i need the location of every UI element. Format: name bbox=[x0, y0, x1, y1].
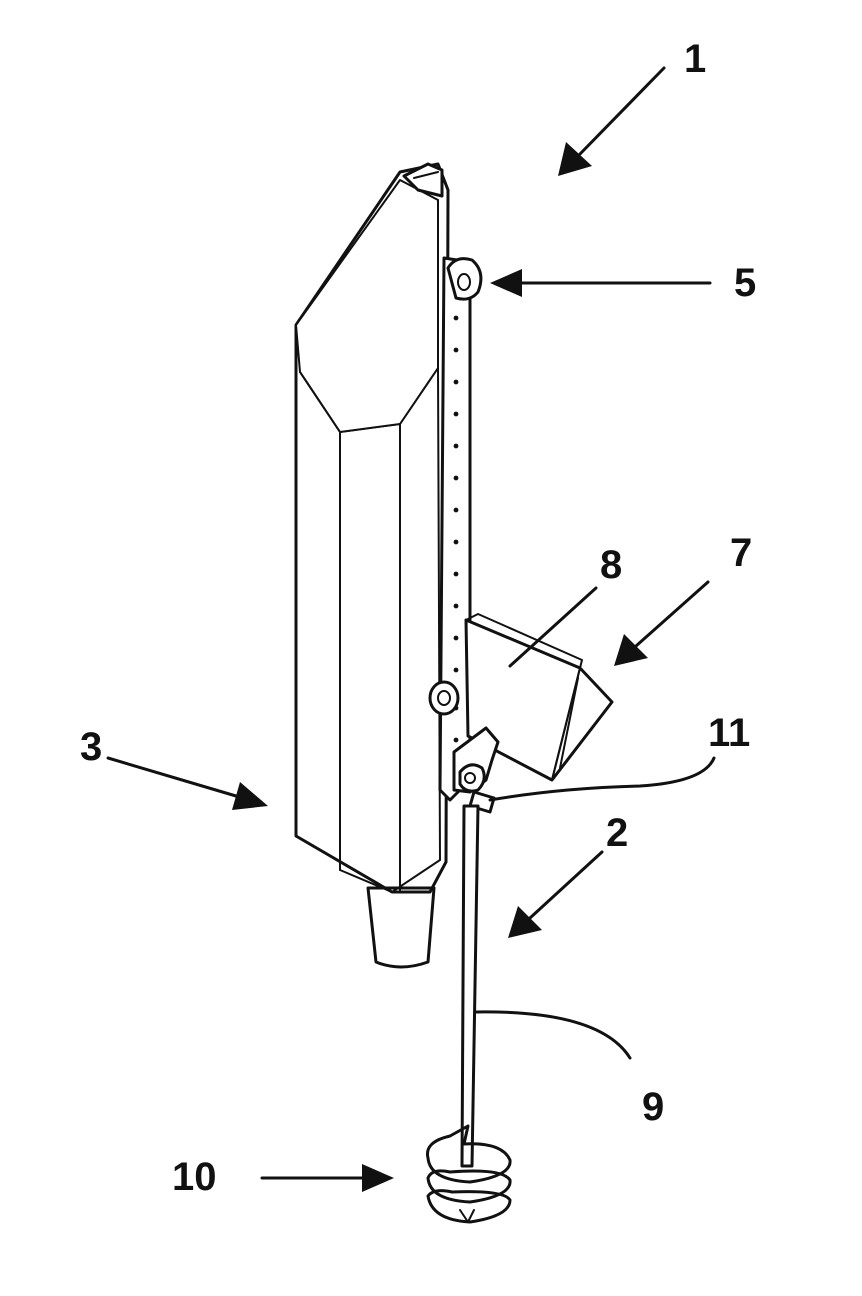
leader-arrow-10 bbox=[262, 1164, 394, 1192]
leader-arrow-2 bbox=[508, 852, 602, 938]
label-9: 9 bbox=[642, 1085, 664, 1129]
leader-arrow-3 bbox=[108, 758, 268, 810]
label-3: 3 bbox=[80, 725, 102, 769]
rod bbox=[462, 806, 478, 1166]
leader-arrow-1 bbox=[558, 68, 664, 176]
label-8: 8 bbox=[600, 543, 622, 587]
label-7: 7 bbox=[730, 531, 752, 575]
label-1: 1 bbox=[684, 37, 706, 81]
label-10: 10 bbox=[172, 1155, 217, 1199]
leader-curve-8 bbox=[510, 588, 596, 666]
rail-knob bbox=[430, 682, 458, 714]
leader-arrow-7 bbox=[614, 582, 708, 666]
label-5: 5 bbox=[734, 261, 756, 305]
label-11: 11 bbox=[708, 711, 750, 755]
housing-body bbox=[296, 164, 448, 967]
leader-arrow-5 bbox=[490, 269, 710, 297]
leader-curve-9 bbox=[476, 1012, 630, 1058]
label-2: 2 bbox=[606, 811, 628, 855]
